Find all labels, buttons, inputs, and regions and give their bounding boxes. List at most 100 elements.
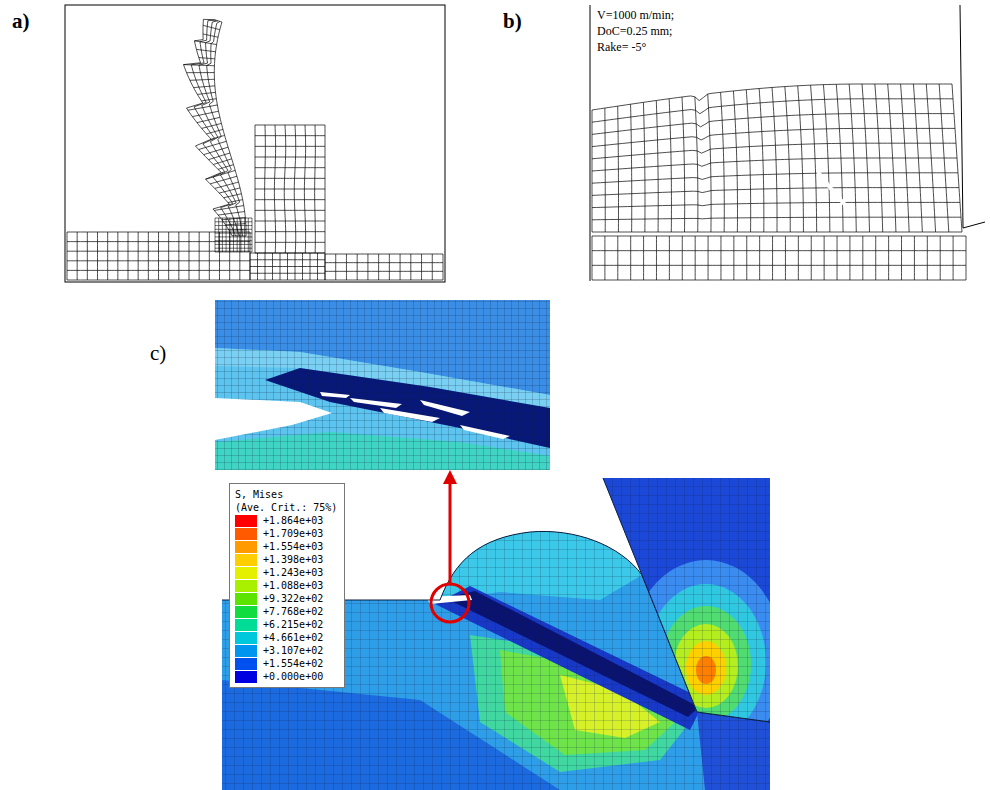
mesh-line bbox=[592, 280, 966, 281]
mesh-line bbox=[239, 232, 240, 280]
mesh-line bbox=[117, 232, 118, 280]
mesh-line bbox=[107, 232, 108, 280]
mesh-line bbox=[215, 244, 252, 245]
mesh-line bbox=[168, 232, 169, 280]
legend-value: +0.000e+00 bbox=[263, 670, 323, 683]
mesh-line bbox=[128, 232, 129, 280]
mesh-line bbox=[849, 236, 850, 280]
legend-value: +6.215e+02 bbox=[263, 618, 323, 631]
crack bbox=[350, 398, 402, 408]
mesh-line bbox=[255, 125, 325, 126]
mesh-line bbox=[592, 236, 593, 280]
mesh-line bbox=[189, 232, 190, 280]
legend-value: +1.554e+03 bbox=[263, 540, 323, 553]
legend-value: +1.709e+03 bbox=[263, 527, 323, 540]
legend-value: +4.661e+02 bbox=[263, 631, 323, 644]
mesh-line bbox=[226, 218, 227, 252]
contour-region bbox=[215, 300, 550, 470]
legend-row: +1.554e+03 bbox=[235, 540, 337, 553]
mesh-line bbox=[733, 236, 734, 280]
mesh-line bbox=[837, 236, 838, 280]
mesh-line bbox=[138, 232, 139, 280]
mesh-line bbox=[250, 259, 325, 260]
legend-row: +3.107e+02 bbox=[235, 644, 337, 657]
crack bbox=[320, 392, 350, 398]
tool-mesh bbox=[255, 125, 325, 253]
mesh-grid bbox=[215, 300, 550, 470]
legend-swatch bbox=[235, 528, 257, 540]
mesh-line bbox=[233, 218, 234, 252]
mesh-line bbox=[255, 189, 325, 190]
mesh-line bbox=[824, 236, 825, 280]
mesh-line bbox=[148, 232, 149, 280]
mesh-line bbox=[875, 236, 876, 280]
mesh-line bbox=[215, 240, 252, 241]
mesh-line bbox=[914, 236, 915, 280]
mesh-line bbox=[97, 232, 98, 280]
mesh-line bbox=[218, 218, 219, 252]
mesh-line bbox=[811, 236, 812, 280]
mesh-line bbox=[255, 178, 325, 179]
legend-row: +1.243e+03 bbox=[235, 566, 337, 579]
tool-contour bbox=[600, 478, 784, 760]
panel-label: c) bbox=[150, 342, 166, 365]
mesh-line bbox=[720, 236, 721, 280]
legend-swatch bbox=[235, 645, 257, 657]
mesh-line bbox=[207, 21, 243, 236]
mesh-line bbox=[682, 236, 683, 280]
workpiece-mesh bbox=[250, 253, 325, 280]
mesh-line bbox=[158, 232, 159, 280]
legend-swatch bbox=[235, 606, 257, 618]
chip-mesh bbox=[592, 84, 962, 232]
mesh-line bbox=[255, 210, 325, 211]
mesh-line bbox=[215, 229, 252, 230]
mesh-line bbox=[940, 236, 941, 280]
mesh-line bbox=[443, 254, 444, 280]
callout-arrow bbox=[449, 482, 452, 583]
legend-swatch bbox=[235, 554, 257, 566]
mesh-line bbox=[617, 236, 618, 280]
mesh-line bbox=[67, 260, 250, 261]
mesh-line bbox=[901, 236, 902, 280]
mesh-line bbox=[357, 254, 358, 280]
workpiece-mesh bbox=[325, 254, 443, 280]
legend-swatch bbox=[235, 632, 257, 644]
mesh-grid bbox=[600, 478, 770, 728]
mesh-line bbox=[215, 236, 252, 237]
legend-swatch bbox=[235, 541, 257, 553]
parameter-text: V=1000 m/min; bbox=[597, 9, 674, 22]
mesh-line bbox=[656, 236, 657, 280]
mesh-line bbox=[178, 232, 179, 280]
legend-row: +0.000e+00 bbox=[235, 670, 337, 683]
mesh-line bbox=[592, 99, 953, 122]
mesh-line bbox=[389, 254, 390, 280]
legend-value: +3.107e+02 bbox=[263, 644, 323, 657]
mesh-line bbox=[325, 271, 443, 272]
mesh-line bbox=[378, 254, 379, 280]
mesh-line bbox=[643, 236, 644, 280]
mesh-line bbox=[953, 236, 954, 280]
mesh-line bbox=[592, 232, 962, 233]
mesh-line bbox=[325, 262, 443, 263]
legend-value: +7.768e+02 bbox=[263, 605, 323, 618]
crack bbox=[818, 172, 846, 206]
mesh-line bbox=[248, 218, 249, 252]
mesh-line bbox=[252, 218, 253, 252]
mesh-line bbox=[250, 232, 251, 280]
mesh-line bbox=[746, 236, 747, 280]
legend-value: +1.398e+03 bbox=[263, 553, 323, 566]
workpiece-mesh bbox=[592, 236, 966, 280]
mesh-line bbox=[222, 218, 223, 252]
contour-legend: S, Mises(Ave. Crit.: 75%)+1.864e+03+1.70… bbox=[229, 483, 345, 688]
mesh-line bbox=[250, 253, 325, 254]
mesh-line bbox=[67, 280, 250, 281]
legend-row: +1.398e+03 bbox=[235, 553, 337, 566]
mesh-line bbox=[592, 202, 960, 207]
mesh-line bbox=[325, 280, 443, 281]
shear-zone-mesh bbox=[215, 218, 252, 252]
mesh-line bbox=[927, 236, 928, 280]
legend-value: +1.864e+03 bbox=[263, 514, 323, 527]
legend-swatch bbox=[235, 567, 257, 579]
arrow-head bbox=[443, 470, 457, 484]
mesh-line bbox=[592, 265, 966, 266]
